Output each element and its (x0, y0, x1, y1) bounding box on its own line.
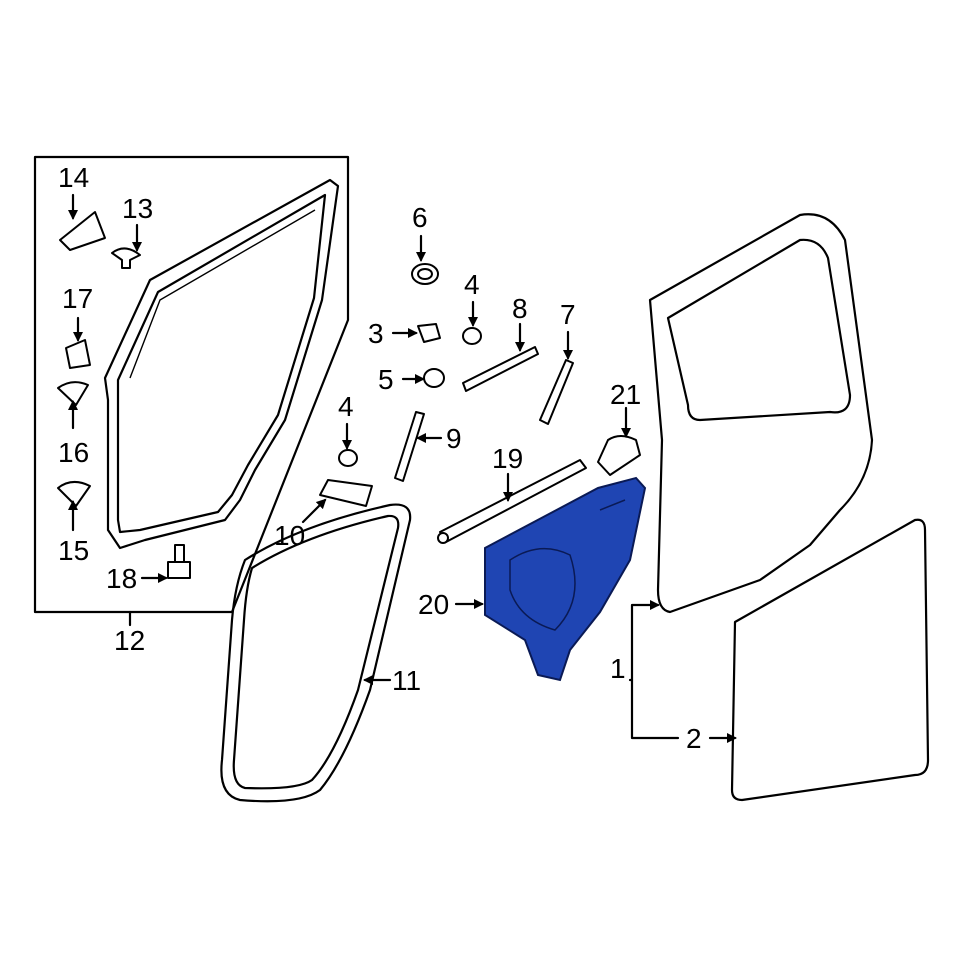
door-trim-panel-20 (484, 476, 647, 682)
leader-lines (68, 193, 737, 743)
callout-19: 19 (492, 443, 523, 474)
plug-4b (338, 449, 358, 467)
clip-17 (65, 339, 91, 369)
callout-21: 21 (610, 379, 641, 410)
molding-7 (539, 359, 574, 425)
clip-15 (57, 481, 91, 507)
door-weatherstrip (103, 178, 340, 550)
callout-20: 20 (418, 589, 449, 620)
outer-panel-2 (730, 518, 930, 802)
callout-16: 16 (58, 437, 89, 468)
callout-15: 15 (58, 535, 89, 566)
callout-2: 2 (686, 723, 702, 754)
bushing-3 (417, 323, 441, 343)
plug-4a (462, 327, 482, 345)
callout-17: 17 (62, 283, 93, 314)
bumper-18 (167, 544, 191, 579)
callout-6: 6 (412, 202, 428, 233)
grommet-6 (411, 263, 439, 285)
molding-9 (394, 411, 425, 482)
callout-4a: 4 (464, 269, 480, 300)
handle-21 (597, 435, 641, 476)
molding-8 (462, 346, 539, 392)
cover-10 (319, 479, 373, 507)
callout-4b: 4 (338, 391, 354, 422)
callout-14: 14 (58, 162, 89, 193)
rod-19 (437, 459, 587, 544)
callout-1: 1 (610, 653, 626, 684)
callout-9: 9 (446, 423, 462, 454)
clip-14 (59, 211, 106, 251)
plug-5 (423, 368, 445, 388)
callout-8: 8 (512, 293, 528, 324)
callout-7: 7 (560, 299, 576, 330)
callout-18: 18 (106, 563, 137, 594)
inset-box-12 (33, 155, 350, 627)
callout-10: 10 (274, 520, 305, 551)
callout-11: 11 (392, 665, 421, 696)
callout-5: 5 (378, 364, 394, 395)
clip-13 (111, 247, 141, 269)
callout-13: 13 (122, 193, 153, 224)
clip-16 (57, 381, 89, 406)
weatherstrip-11 (220, 503, 412, 803)
callout-labels: 14 13 17 16 15 18 12 6 3 4 5 8 7 9 4 10 … (58, 162, 702, 754)
door-shell-1 (648, 213, 874, 614)
callout-12: 12 (114, 625, 145, 656)
callout-3: 3 (368, 318, 384, 349)
